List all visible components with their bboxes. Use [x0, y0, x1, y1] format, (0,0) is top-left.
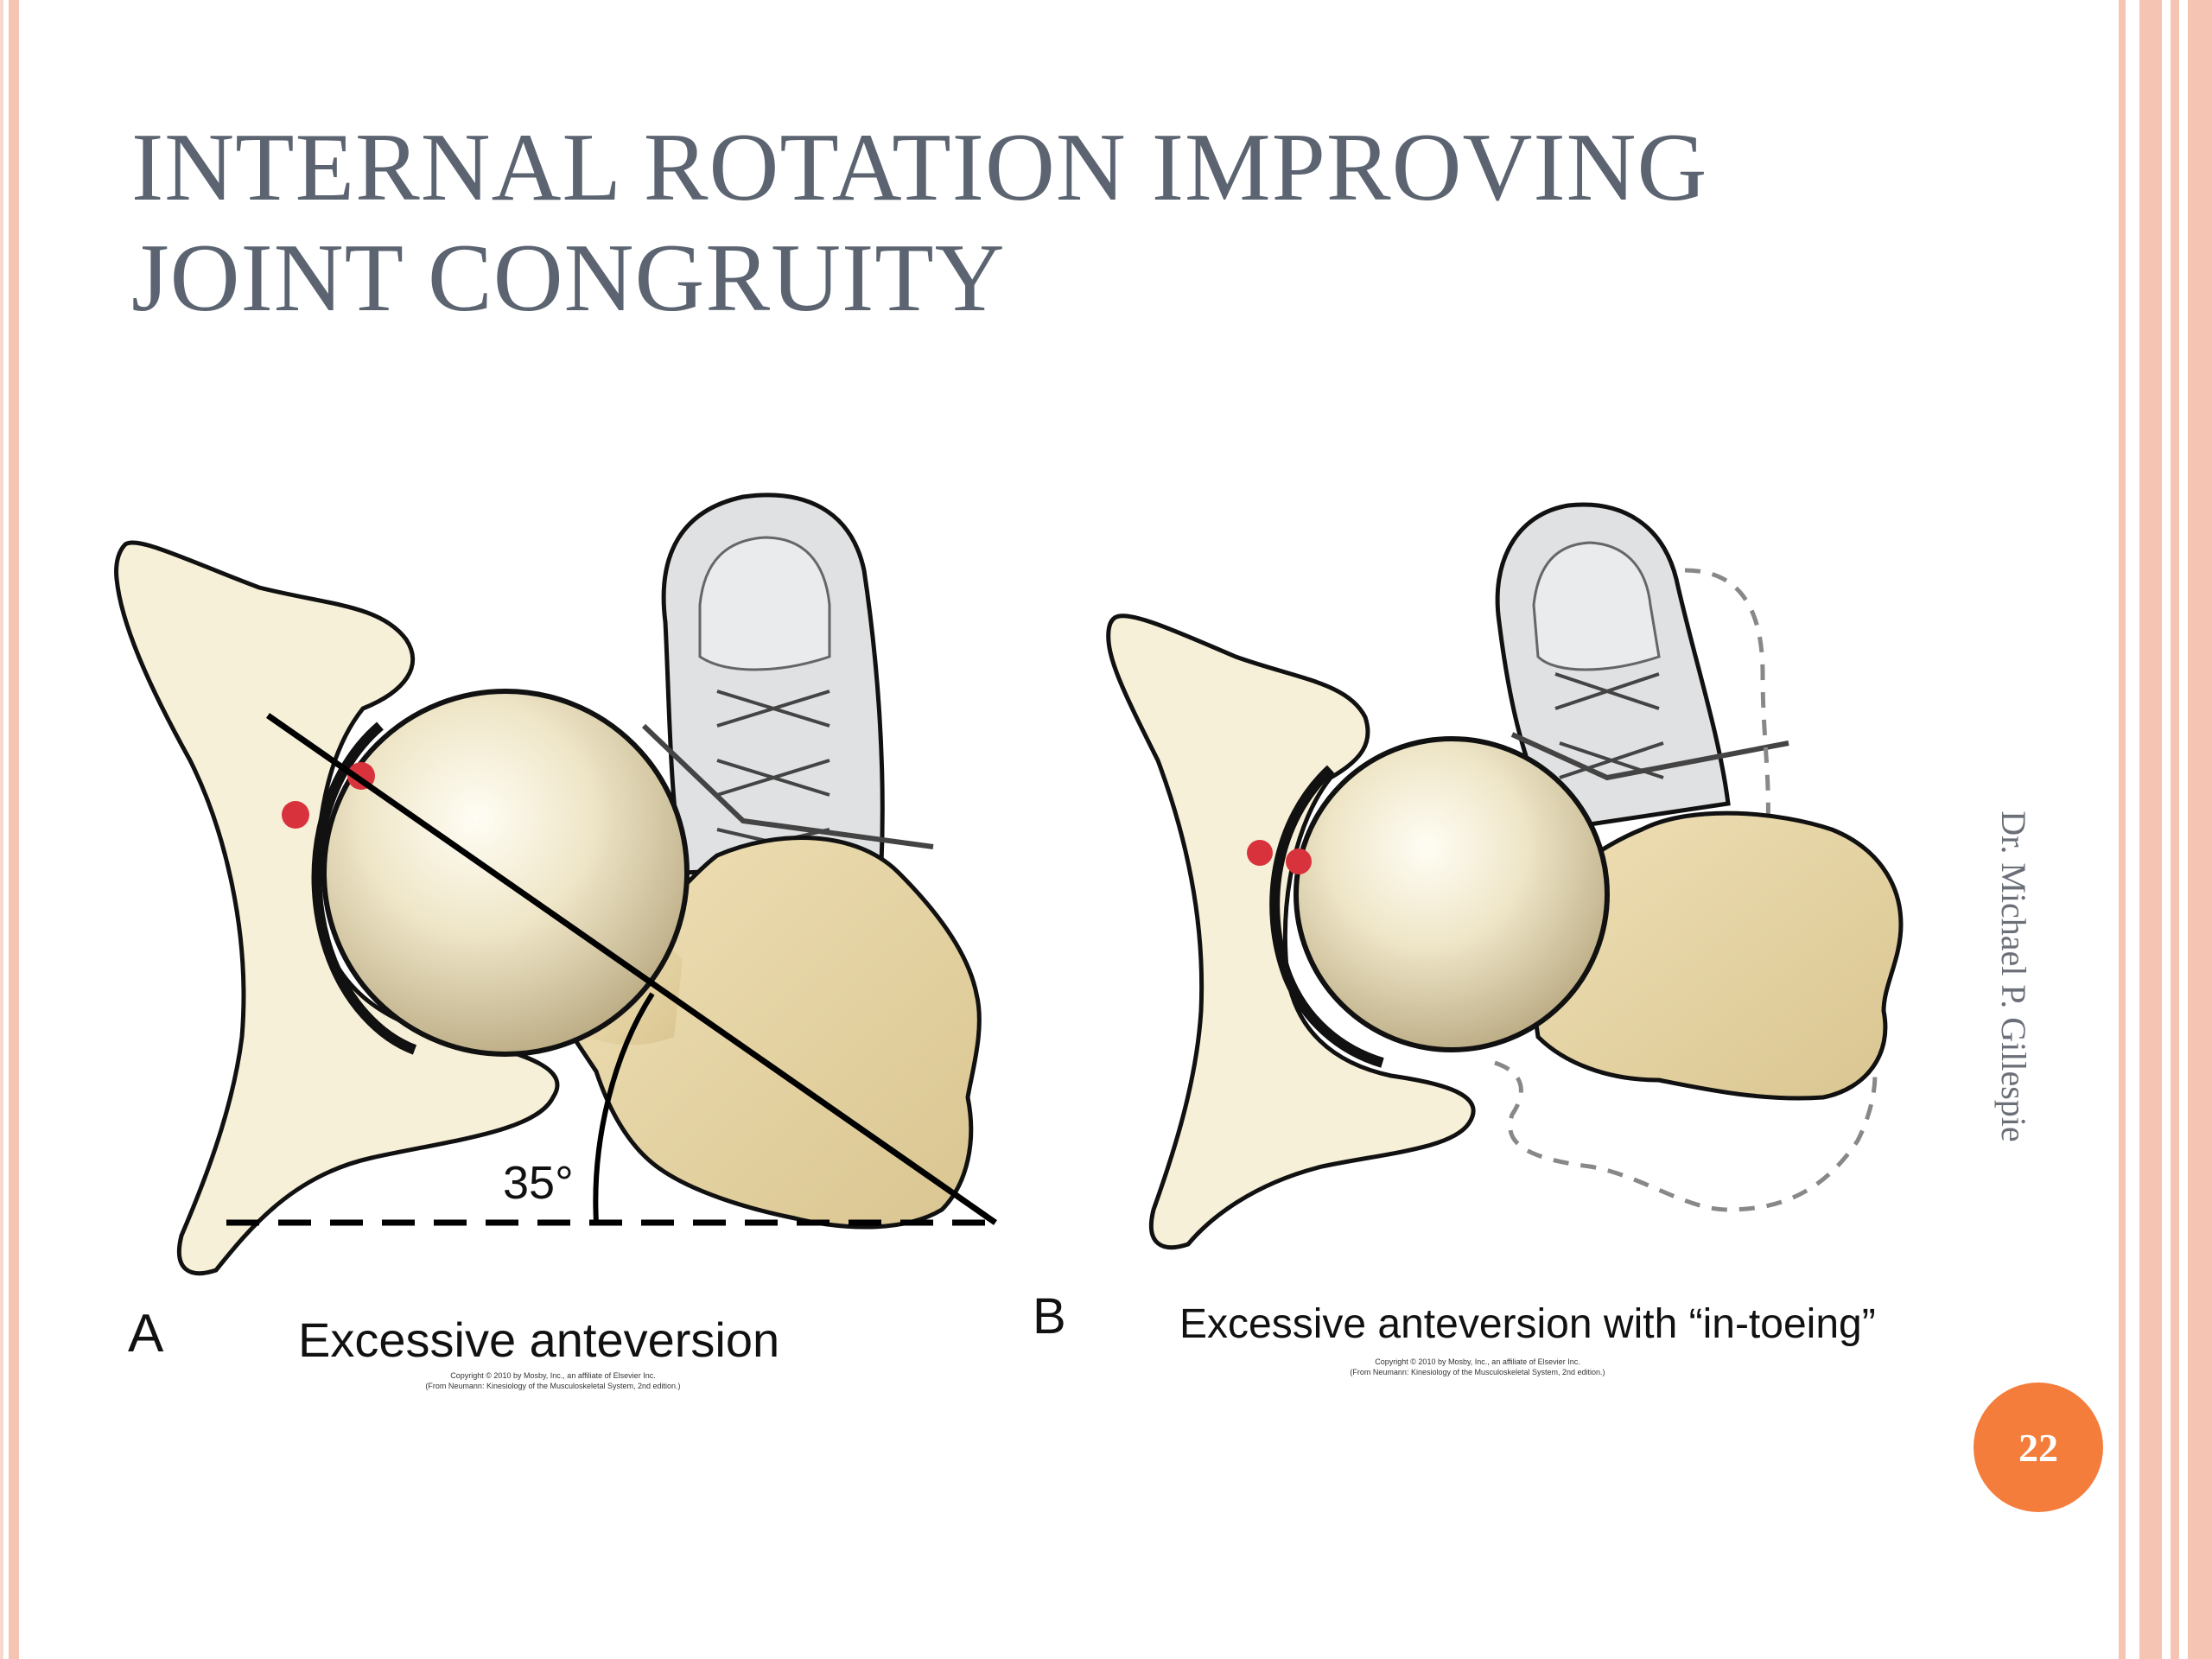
frame-right-4: [2188, 0, 2212, 1659]
frame-left-outer: [0, 0, 3, 1659]
panel-a-copyright: Copyright © 2010 by Mosby, Inc., an affi…: [354, 1370, 752, 1391]
femoral-head-b: [1294, 736, 1610, 1052]
shoe-b-inner: [1532, 541, 1661, 671]
title-line-2: JOINT CONGRUITY: [131, 225, 1006, 332]
frame-left: [9, 0, 19, 1659]
page-number-badge: 22: [1974, 1382, 2103, 1512]
femoral-head-a: [321, 689, 690, 1057]
page-number: 22: [2018, 1425, 2058, 1470]
title-line-1: INTERNAL ROTATION IMPROVING: [131, 114, 1708, 221]
slide-title: INTERNAL ROTATION IMPROVING JOINT CONGRU…: [131, 112, 2032, 334]
panel-a-copyright-line-2: (From Neumann: Kinesiology of the Muscul…: [425, 1382, 681, 1390]
pelvis-b: [1106, 613, 1476, 1250]
shoe-a-inner: [698, 536, 831, 671]
panel-b-copyright-line-2: (From Neumann: Kinesiology of the Muscul…: [1350, 1368, 1605, 1376]
femur-b: [1518, 810, 1904, 1101]
shoe-b-laces: [1510, 672, 1789, 781]
angle-arc: [593, 992, 655, 1224]
neutral-femur-outline: [1494, 1045, 1878, 1212]
panel-a-copyright-line-1: Copyright © 2010 by Mosby, Inc., an affi…: [450, 1371, 656, 1380]
panel-a-caption: Excessive anteversion: [298, 1313, 780, 1367]
panel-a-drawing: [114, 493, 998, 1276]
panel-b-copyright-line-1: Copyright © 2010 by Mosby, Inc., an affi…: [1375, 1357, 1580, 1366]
author-vertical-label: Dr. Michael P. Gillespie: [1994, 810, 2033, 1142]
panel-b-letter: B: [1033, 1288, 1066, 1344]
panel-a-letter: A: [128, 1304, 164, 1363]
frame-right-3: [2171, 0, 2179, 1659]
neutral-foot-outline: [1684, 568, 1770, 848]
contact-dot-b-1: [1247, 840, 1273, 866]
frame-right-1: [2119, 0, 2126, 1659]
acetabulum-rim-a: [311, 721, 417, 1055]
contact-dot-b-2: [1286, 849, 1312, 874]
frame-right-2: [2139, 0, 2162, 1659]
angle-label: 35°: [503, 1157, 574, 1209]
neck-axis-line: [265, 713, 998, 1225]
panel-b-drawing: [1106, 502, 1904, 1250]
pelvis-a: [114, 540, 560, 1276]
acetabulum-rim-b: [1269, 765, 1384, 1068]
contact-dot-a-2: [282, 801, 309, 829]
panel-b-copyright: Copyright © 2010 by Mosby, Inc., an affi…: [1279, 1357, 1676, 1377]
panel-b-caption: Excessive anteversion with “in-toeing”: [1179, 1301, 1876, 1347]
